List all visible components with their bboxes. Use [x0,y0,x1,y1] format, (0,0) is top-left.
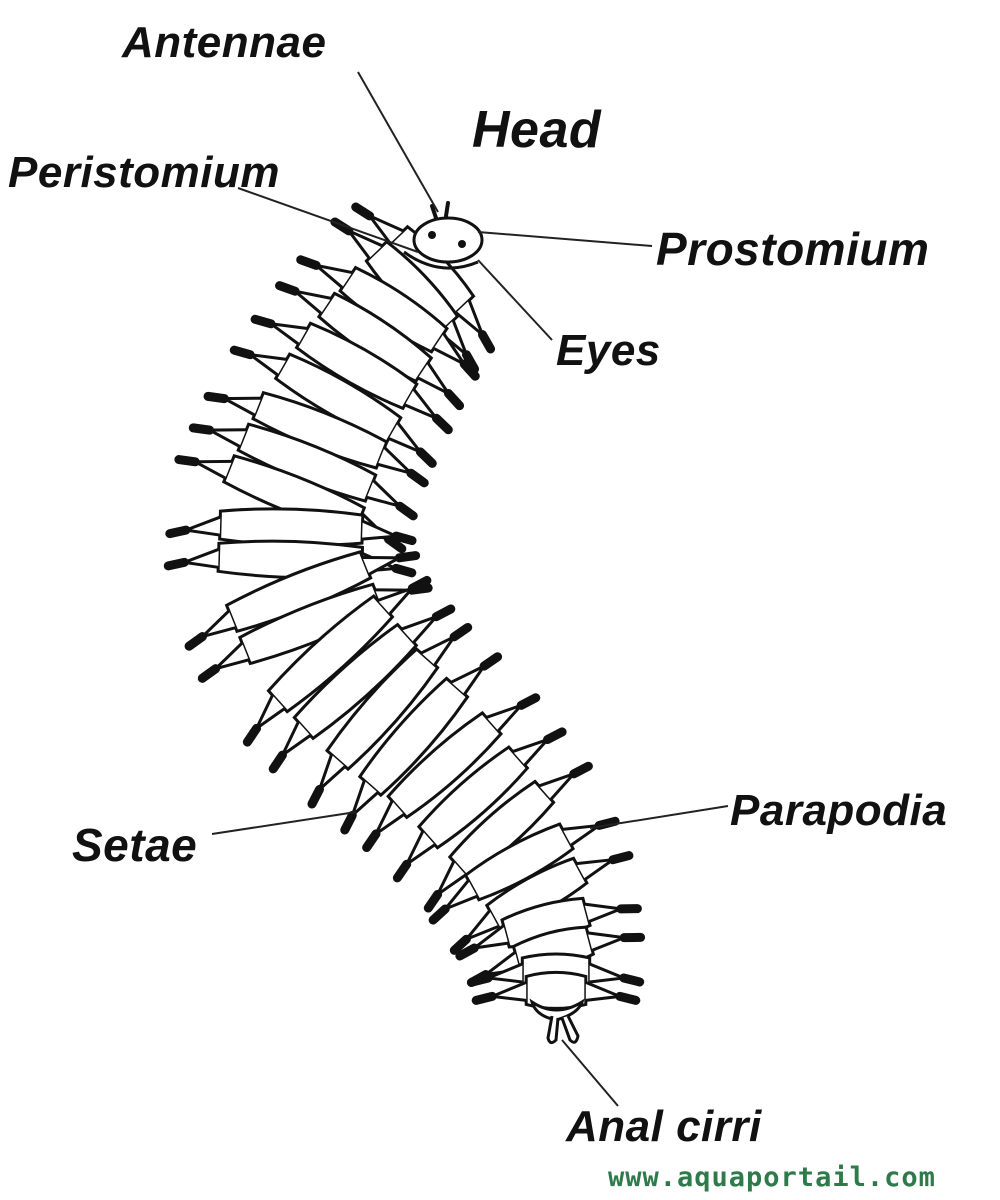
prostomium-shape [412,216,484,264]
setae-tuft [391,563,417,578]
body-segment [416,745,530,850]
setae-tuft [395,501,418,521]
parapodium [589,962,630,984]
setae-tuft [443,388,465,411]
setae-tuft [461,350,480,374]
parapodium [486,981,527,1002]
anal-cirri-shape [546,1015,580,1045]
leader-prostomium [477,231,653,247]
label-antennae: Antennae [122,18,327,67]
setae-tuft [415,447,437,468]
setae-tuft [406,468,429,488]
setae-tuft [459,359,480,381]
pygidium-shape [529,998,585,1022]
setae-tuft [392,859,412,883]
setae-tuft [188,423,215,435]
setae-tuft [383,534,407,554]
setae-tuft [250,314,276,329]
setae-tuft [362,829,381,853]
body-segment [325,647,440,772]
leader-lines [211,71,729,1107]
setae-tuft [428,904,450,925]
setae-tuft [184,632,207,651]
head-structure [403,201,484,270]
label-prostomium: Prostomium [656,223,930,275]
setae-tuft [296,255,321,270]
setae-tuft [268,750,287,774]
setae-tuft [307,784,325,809]
body-segment [357,676,470,798]
label-head: Head [472,101,602,159]
setae-tuft [431,604,456,622]
setae-tuft [619,973,645,987]
watermark: www.aquaportail.com [608,1162,936,1193]
body-segment [294,321,419,411]
parapodium [584,902,627,923]
setae-tuft [229,345,255,360]
setae-tuft [163,557,189,571]
setae-tuft [516,693,541,710]
setae-tuft [197,664,221,683]
label-parapodia: Parapodia [730,786,948,835]
setae-tuft [594,816,620,830]
setae-tuft [203,391,229,404]
leader-peristomium [237,187,419,253]
antenna-mark [430,201,450,220]
setae-tuft [391,531,417,546]
body-segment [386,710,503,820]
setae-tuft [351,202,375,221]
setae-tuft [449,934,471,955]
peristomium-ring [403,250,479,270]
setae-tuft [340,810,357,835]
label-setae: Setae [72,819,198,871]
parapodium [585,981,626,1002]
setae-tuft [449,622,473,642]
body-segments [163,202,646,1010]
label-anal-cirri: Anal cirri [566,1102,762,1151]
leader-setae [211,811,357,835]
setae-tuft [543,727,567,745]
eye-mark [458,240,466,248]
setae-tuft [615,991,641,1005]
tail-structure [529,998,585,1045]
setae-tuft [407,575,432,593]
setae-tuft [275,281,300,296]
parapodium [587,931,631,952]
parapodium [178,547,220,569]
setae-tuft [569,761,593,779]
leader-anal-cirri [561,1039,619,1107]
label-peristomium: Peristomium [8,148,281,197]
setae-tuft [423,889,443,913]
label-eyes: Eyes [556,326,661,375]
setae-tuft [477,330,496,354]
parapodium [361,519,403,541]
body-segment [463,822,576,902]
setae-tuft [608,851,634,865]
setae-tuft [471,991,497,1005]
setae-tuft [242,723,262,747]
setae-tuft [165,525,191,539]
parapodium [179,515,221,537]
leader-eyes [477,259,553,341]
leader-parapodia [589,805,729,829]
body-segment [266,594,395,714]
setae-tuft [394,551,421,563]
leader-antennae [357,71,439,213]
setae-tuft [479,652,503,671]
setae-tuft [431,413,453,435]
setae-tuft [455,943,479,961]
setae-tuft [467,973,493,987]
eye-mark [428,231,436,239]
setae-tuft [174,455,200,467]
